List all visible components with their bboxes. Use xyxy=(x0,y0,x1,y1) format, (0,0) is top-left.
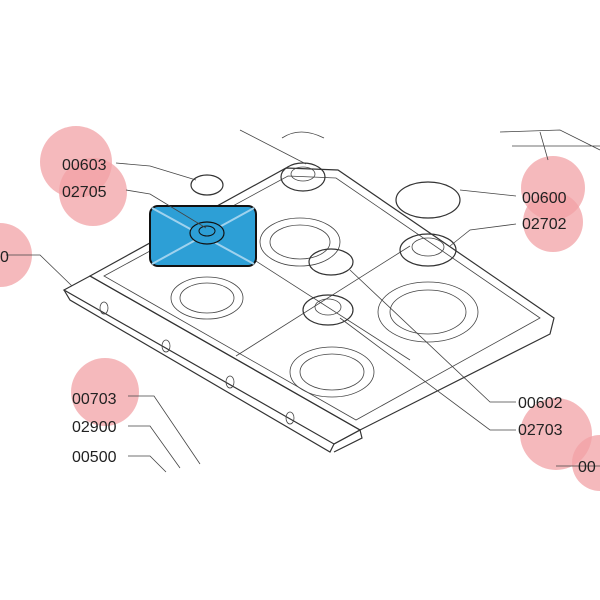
label-partial-right[interactable]: 00 xyxy=(578,459,596,476)
hotspots xyxy=(0,126,600,491)
hotspot-02703[interactable] xyxy=(520,398,592,470)
label-02900[interactable]: 02900 xyxy=(72,419,117,436)
label-02703[interactable]: 02703 xyxy=(518,422,563,439)
hotspot-02702[interactable] xyxy=(523,192,583,252)
part-labels: 00603 02705 00600 02702 0 00703 02900 00… xyxy=(0,157,596,476)
label-00703[interactable]: 00703 xyxy=(72,391,117,408)
hotspot-02705[interactable] xyxy=(59,158,127,226)
hotspot-partial-right[interactable] xyxy=(572,435,600,491)
label-00602[interactable]: 00602 xyxy=(518,395,563,412)
label-00603[interactable]: 00603 xyxy=(62,157,107,174)
label-00500[interactable]: 00500 xyxy=(72,449,117,466)
hotspot-00703[interactable] xyxy=(71,358,139,426)
label-02702[interactable]: 02702 xyxy=(522,216,567,233)
cooktop-drawing xyxy=(62,129,600,453)
label-partial-left[interactable]: 0 xyxy=(0,249,9,266)
leader-lines xyxy=(6,129,600,473)
selected-part-highlight[interactable] xyxy=(149,205,257,267)
label-00600[interactable]: 00600 xyxy=(522,190,567,207)
label-02705[interactable]: 02705 xyxy=(62,184,107,201)
